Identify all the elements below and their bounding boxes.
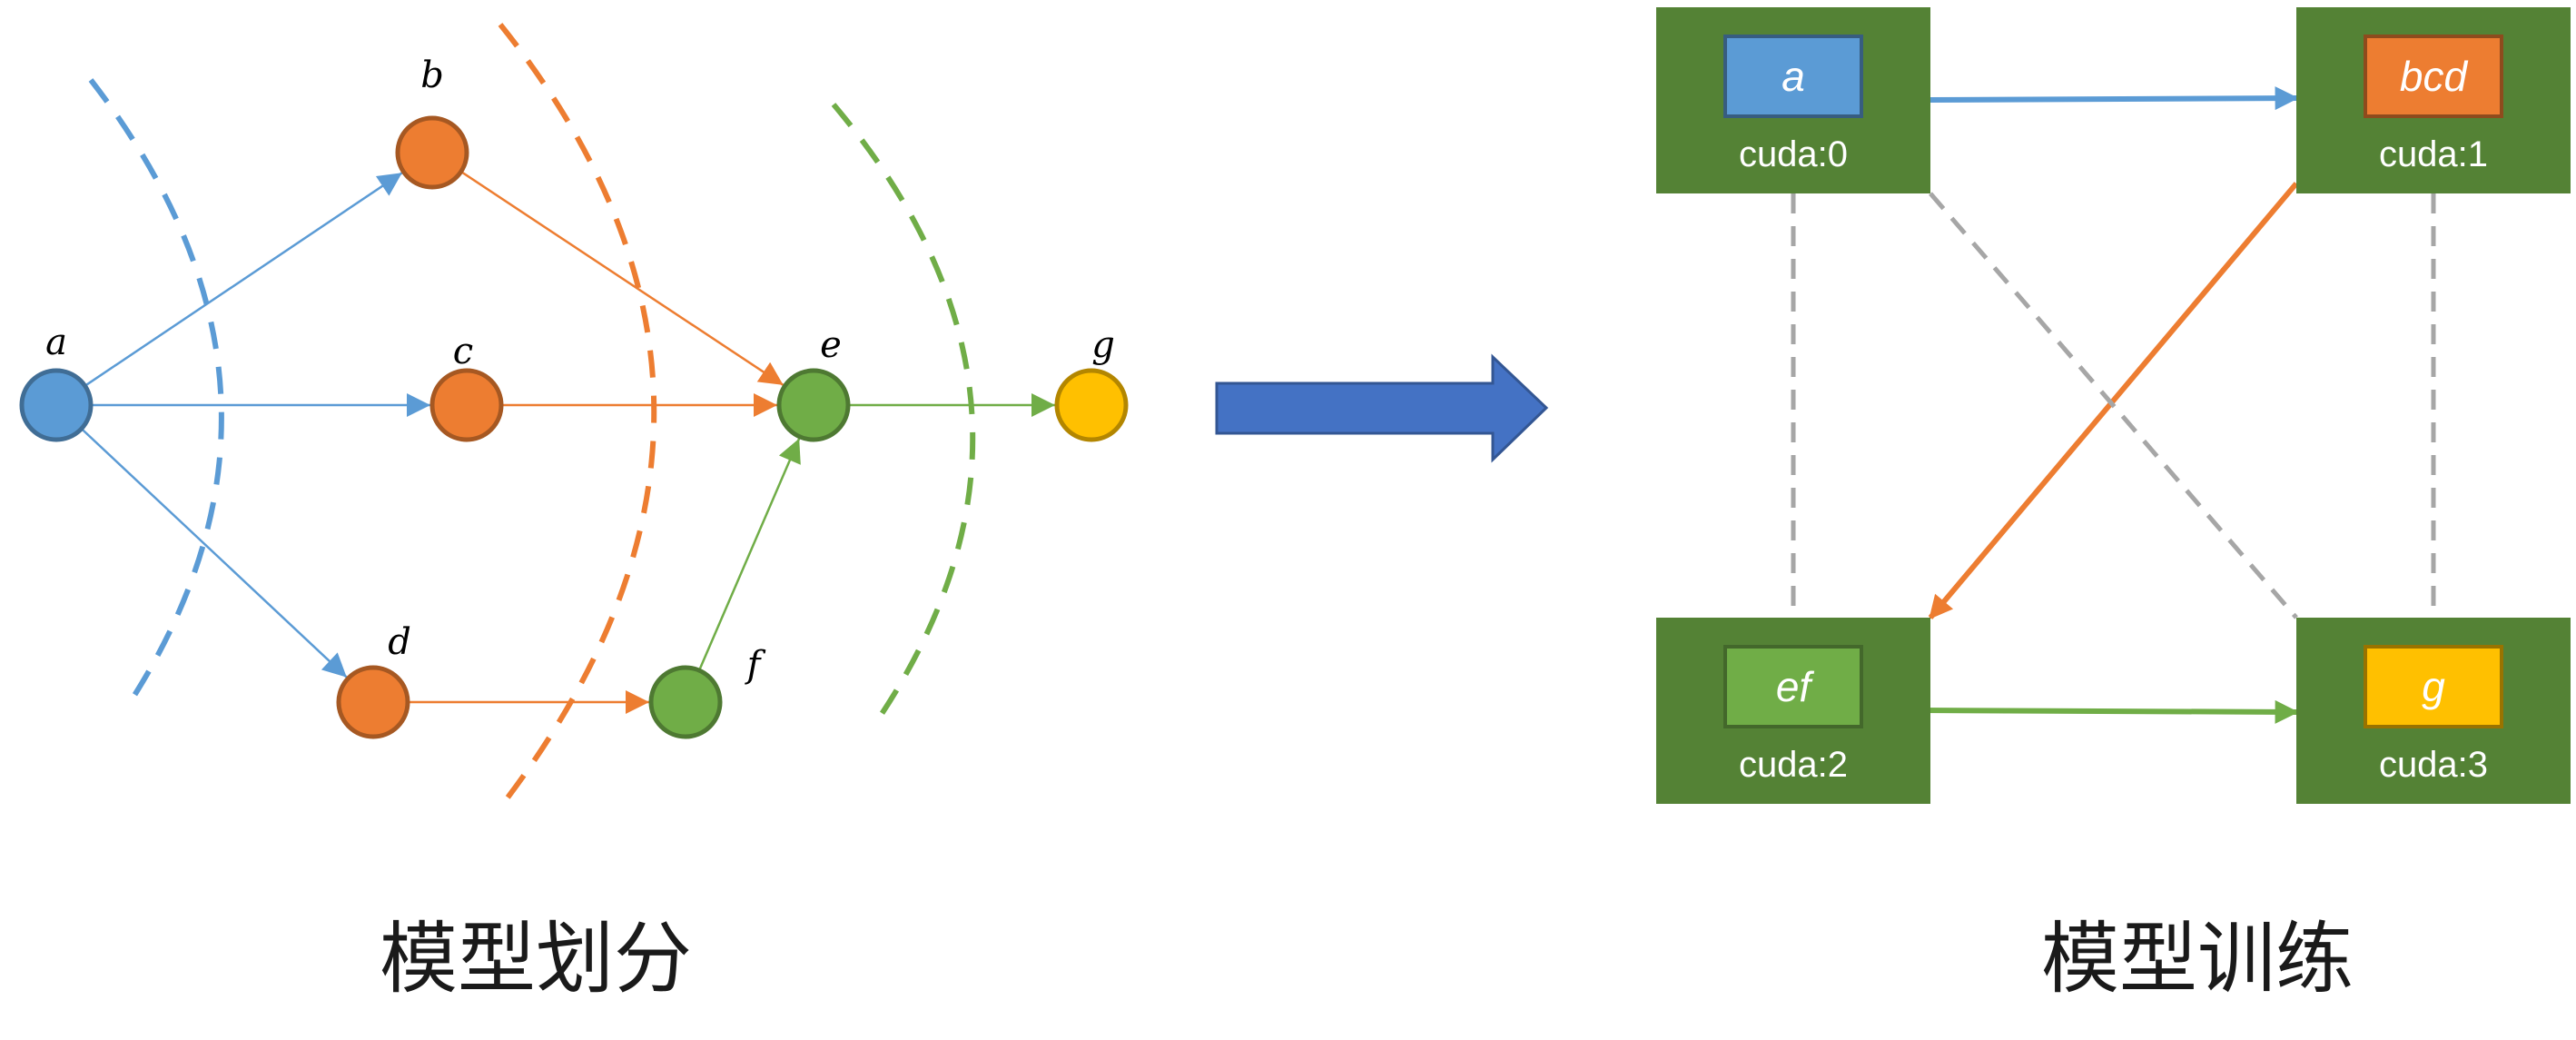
graph-edges xyxy=(80,170,1055,714)
edge-a-d xyxy=(80,428,348,678)
link-cuda0-cuda1 xyxy=(1930,86,2299,111)
link-cuda2-cuda3 xyxy=(1922,699,2299,724)
device-cuda1: bcd cuda:1 xyxy=(2296,7,2571,193)
partition-caption: 模型划分 xyxy=(380,914,692,1005)
link-cuda1-cuda2 xyxy=(1928,182,2299,619)
node-label-b: b xyxy=(420,54,444,96)
device-cuda0: a cuda:0 xyxy=(1656,7,1930,193)
edge-f-e xyxy=(697,438,801,671)
device-label: cuda:3 xyxy=(2379,745,2488,785)
training-topology: a cuda:0 bcd cuda:1 ef cuda:2 g cuda:3 模型训练 xyxy=(1656,7,2571,1005)
partition-lines xyxy=(88,23,976,810)
device-label: cuda:0 xyxy=(1739,134,1848,174)
node-e xyxy=(776,368,851,442)
device-cuda2: ef cuda:2 xyxy=(1656,618,1930,804)
devices: a cuda:0 bcd cuda:1 ef cuda:2 g cuda:3 xyxy=(1656,7,2571,804)
node-d xyxy=(336,665,410,739)
node-label-g: g xyxy=(1091,324,1115,366)
device-label: cuda:2 xyxy=(1739,745,1848,785)
node-b xyxy=(395,115,469,190)
node-f xyxy=(648,665,723,739)
node-c xyxy=(429,368,504,442)
device-links xyxy=(1791,86,2436,724)
graph-nodes: a b c d e f g xyxy=(19,54,1129,739)
link-cuda0-cuda3 xyxy=(1929,192,2298,619)
partition-line-green xyxy=(831,103,976,727)
partition-label: ef xyxy=(1776,663,1815,710)
partition-line-blue xyxy=(88,78,224,706)
device-cuda3: g cuda:3 xyxy=(2296,618,2571,804)
node-a xyxy=(19,368,94,442)
node-label-e: e xyxy=(820,324,842,366)
node-label-f: f xyxy=(745,644,766,686)
partition-label: a xyxy=(1781,53,1805,100)
edge-a-b xyxy=(84,172,403,387)
node-label-c: c xyxy=(453,331,473,372)
transition-arrow xyxy=(1215,353,1549,463)
partition-block xyxy=(2364,35,2503,118)
device-label: cuda:1 xyxy=(2379,134,2488,174)
edge-b-e xyxy=(459,170,785,386)
partition-block xyxy=(1723,645,1863,728)
partition-graph: a b c d e f g 模型划分 xyxy=(19,23,1129,1005)
partition-block xyxy=(2364,645,2503,728)
partition-line-orange xyxy=(497,23,657,810)
partition-label: g xyxy=(2422,663,2445,710)
partition-label: bcd xyxy=(2400,53,2469,100)
node-label-a: a xyxy=(45,322,67,363)
node-g xyxy=(1054,368,1129,442)
partition-block xyxy=(1723,35,1863,118)
training-caption: 模型训练 xyxy=(2041,914,2354,1005)
node-label-d: d xyxy=(388,621,411,663)
